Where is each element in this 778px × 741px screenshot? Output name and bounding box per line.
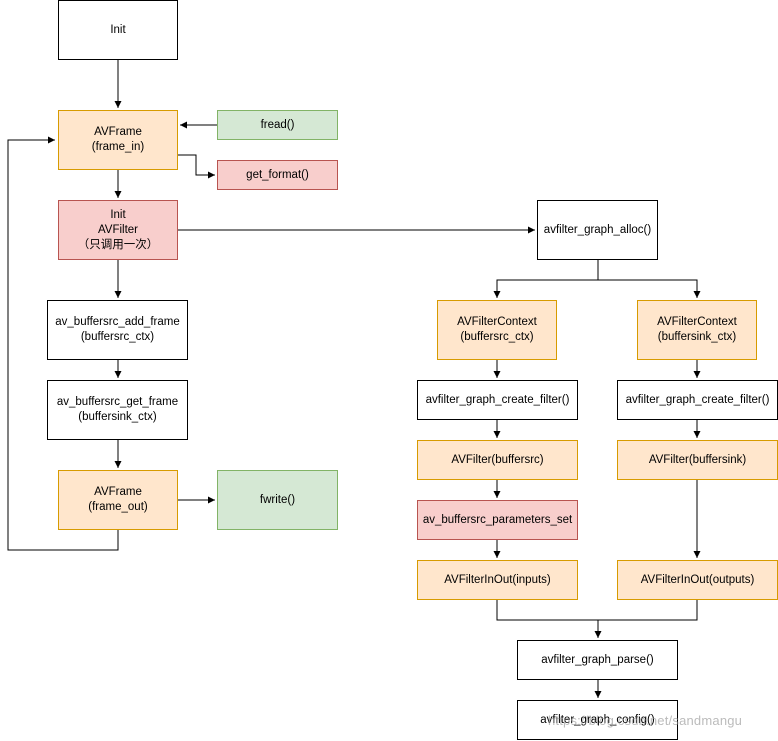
avfilter-buffersink-node: AVFilter(buffersink) <box>617 440 778 480</box>
get-frame-node: av_buffersrc_get_frame (buffersink_ctx) <box>47 380 188 440</box>
fread-node: fread() <box>217 110 338 140</box>
fwrite-node: fwrite() <box>217 470 338 530</box>
create-filter-sink-node: avfilter_graph_create_filter() <box>617 380 778 420</box>
create-filter-src-node: avfilter_graph_create_filter() <box>417 380 578 420</box>
edge-outputs-to-parse <box>598 600 698 621</box>
inout-outputs-node: AVFilterInOut(outputs) <box>617 560 778 600</box>
graph-config-node: avfilter_graph_config() <box>517 700 678 740</box>
params-set-node: av_buffersrc_parameters_set <box>417 500 578 540</box>
avframe-in-node: AVFrame (frame_in) <box>58 110 178 170</box>
edge-graph-alloc-split <box>493 260 599 298</box>
edge-inputs-to-parse <box>496 600 602 638</box>
init-avfilter-node: Init AVFilter （只调用一次） <box>58 200 178 260</box>
inout-inputs-node: AVFilterInOut(inputs) <box>417 560 578 600</box>
graph-alloc-node: avfilter_graph_alloc() <box>537 200 658 260</box>
avfilter-buffersrc-node: AVFilter(buffersrc) <box>417 440 578 480</box>
edge-graph-alloc-split-right <box>598 279 701 298</box>
add-frame-node: av_buffersrc_add_frame (buffersrc_ctx) <box>47 300 188 360</box>
edge-frame-in-to-get-format <box>178 154 215 179</box>
avframe-out-node: AVFrame (frame_out) <box>58 470 178 530</box>
graph-parse-node: avfilter_graph_parse() <box>517 640 678 680</box>
ctx-buffersrc-node: AVFilterContext (buffersrc_ctx) <box>437 300 557 360</box>
edge-loop-back <box>7 136 119 551</box>
ctx-buffersink-node: AVFilterContext (buffersink_ctx) <box>637 300 757 360</box>
init-node: Init <box>58 0 178 60</box>
get-format-node: get_format() <box>217 160 338 190</box>
watermark: https://blog.csdn.net/sandmangu <box>548 713 743 728</box>
